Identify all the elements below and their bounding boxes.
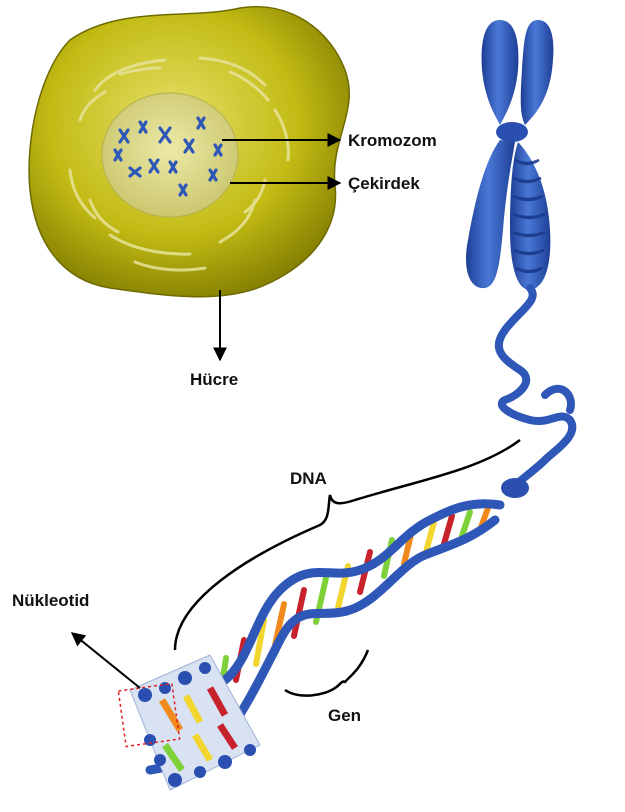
nucleus-chromosomes — [113, 116, 223, 197]
cell-label: Hücre — [190, 370, 238, 389]
chromosome — [465, 20, 577, 498]
nucleus — [101, 92, 239, 218]
nucleotide-pointer-arrow — [70, 632, 141, 689]
nucleotide-label: Nükleotid — [12, 591, 89, 610]
endoplasmic-reticulum — [68, 56, 290, 272]
gene-label: Gen — [328, 706, 361, 725]
nucleus-label: Çekirdek — [348, 174, 420, 193]
chromosome-label: Kromozom — [348, 131, 437, 150]
nucleotide-highlight-box — [117, 682, 181, 748]
dna-helix — [129, 499, 505, 791]
cell — [28, 6, 350, 298]
dna-ladder-segment — [129, 654, 261, 791]
dna-brace — [173, 438, 521, 651]
gene-brace — [284, 649, 370, 697]
dna-label: DNA — [290, 469, 327, 488]
